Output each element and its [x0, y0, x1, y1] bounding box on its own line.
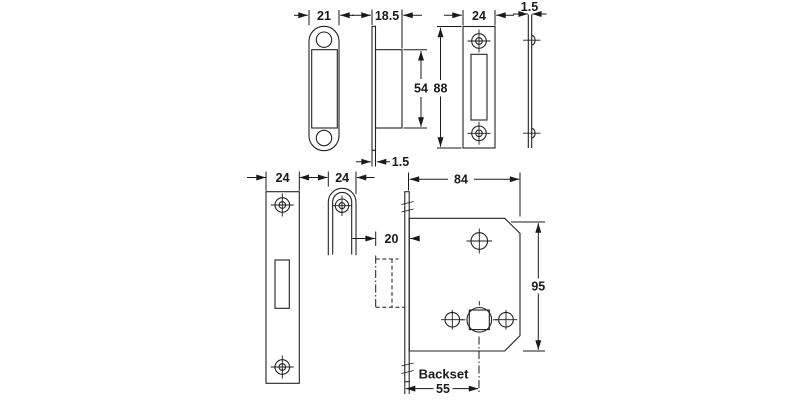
strike-plate-box [311, 49, 338, 129]
dim-label: 54 [414, 81, 428, 95]
forend-plate [404, 191, 410, 383]
dim-edge-thickness: 1.5 [513, 0, 547, 17]
dust-box-inner [332, 191, 353, 255]
dim-case-height: 95 [511, 221, 545, 352]
dim-body-width: 18.5 [352, 9, 422, 49]
forend-hatching [401, 201, 414, 374]
dim-dust-box-width: 24 [309, 171, 375, 194]
hidden-latch-outline [375, 255, 405, 309]
faceplate-outline [265, 191, 300, 384]
fixing-hole [494, 310, 518, 330]
side-case-body [374, 49, 403, 129]
dim-label: 24 [472, 9, 486, 23]
dim-label: 84 [454, 173, 468, 187]
screw-hole [270, 355, 294, 379]
dim-case-width: 84 [408, 172, 521, 217]
dust-box-view [327, 187, 357, 256]
plate-outline [462, 25, 496, 149]
latch-slot [274, 259, 290, 309]
faceplate-front-view [265, 191, 300, 384]
dim-faceplate-width: 24 [247, 171, 319, 191]
strike-plate-front-view [462, 25, 496, 149]
fixing-hole [441, 310, 464, 330]
dim-label: 88 [434, 82, 448, 96]
screw-hole [332, 195, 352, 216]
dim-strike-radius-width: 21 [294, 9, 354, 26]
dim-label: 55 [436, 382, 450, 396]
strike-plate-edge-view [523, 14, 541, 148]
dim-backset: Backset 55 [404, 367, 479, 396]
dim-faceplate-width-top: 24 [444, 9, 514, 26]
dim-faceplate-height: 88 [434, 26, 462, 149]
strike-plate-radius-view [308, 25, 340, 152]
fixing-hole [466, 228, 492, 254]
lock-body-side-view [371, 25, 403, 151]
dim-label: 24 [335, 171, 349, 185]
screw-hole [315, 129, 333, 147]
screw-hole [315, 31, 333, 48]
dim-label: 95 [531, 279, 545, 293]
screw-hole [467, 121, 491, 145]
latch-slot [470, 53, 488, 121]
dust-box-outer [327, 187, 357, 256]
dim-body-height: 54 [403, 49, 428, 129]
dim-plate-thickness: 1.5 [356, 150, 409, 169]
dim-label: 18.5 [375, 9, 399, 23]
case-outline [408, 217, 521, 352]
dim-label: 20 [385, 232, 399, 246]
lock-case-view [375, 191, 521, 394]
spindle-follower [460, 301, 498, 333]
dim-follower-offset: 20 [352, 231, 420, 246]
strike-plate-outline [308, 25, 340, 152]
dim-label: 21 [317, 9, 331, 23]
dim-label: 24 [276, 171, 290, 185]
backset-label: Backset [419, 367, 470, 382]
dim-label: 1.5 [521, 0, 538, 14]
screw-hole [467, 29, 491, 53]
screw-hole [270, 193, 294, 217]
follower-square [468, 309, 490, 331]
dim-label: 1.5 [392, 155, 409, 169]
